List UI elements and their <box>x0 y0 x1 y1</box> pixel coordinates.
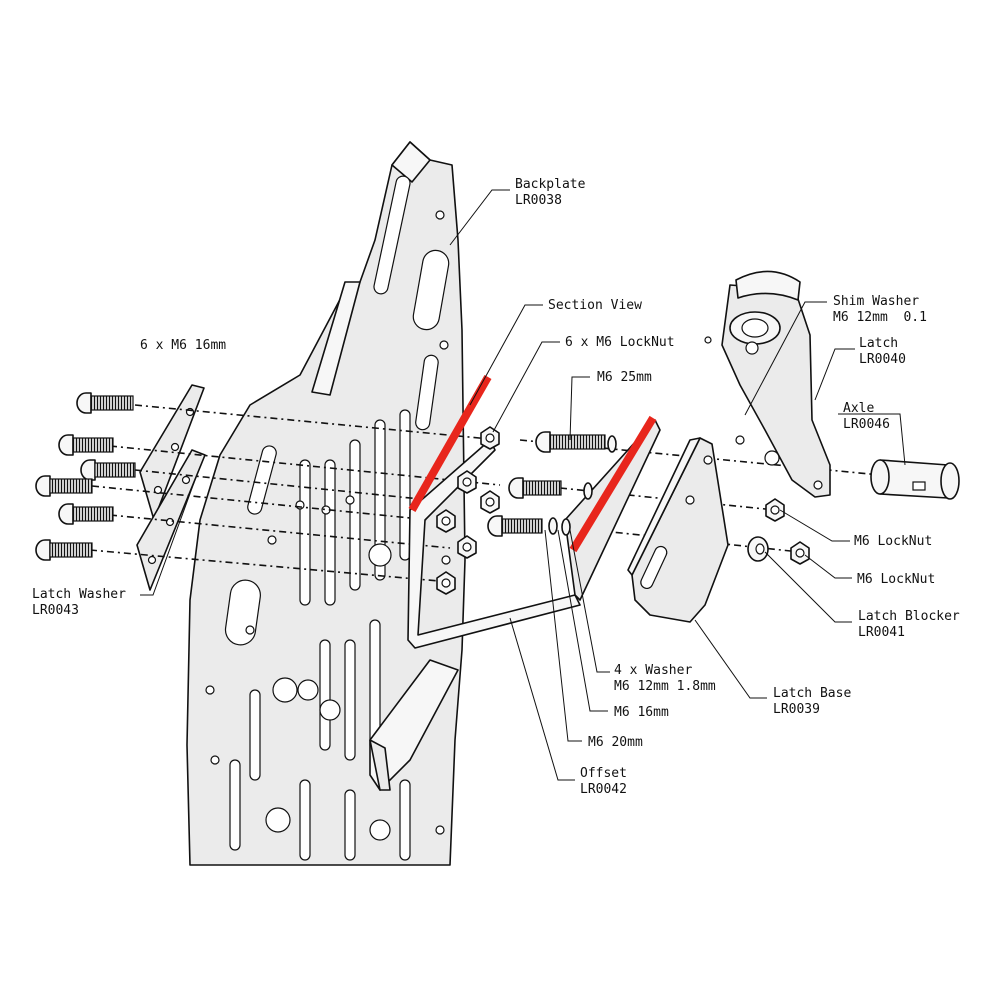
label-name: M6 20mm <box>588 735 643 750</box>
label-latch-washer: Latch Washer LR0043 <box>32 587 126 618</box>
label-locknut-b: M6 LockNut <box>857 572 935 587</box>
label-name: 6 x M6 16mm <box>140 338 226 353</box>
label-backplate: Backplate LR0038 <box>515 177 586 208</box>
label-name: 6 x M6 LockNut <box>565 335 675 350</box>
label-m6-16-x6: 6 x M6 16mm <box>140 338 226 353</box>
label-latch-blocker: Latch Blocker LR0041 <box>858 609 960 640</box>
label-name: Latch Washer <box>32 587 126 602</box>
label-code: M6 12mm 0.1 <box>833 310 927 325</box>
label-washer-4: 4 x Washer M6 12mm 1.8mm <box>614 663 716 694</box>
label-m6-20: M6 20mm <box>588 735 643 750</box>
axle-part <box>870 459 960 500</box>
label-name: Axle <box>843 401 874 416</box>
leader-lines <box>140 189 906 781</box>
latch-part <box>704 270 831 498</box>
label-code: LR0042 <box>580 782 627 797</box>
section-view-left <box>408 375 492 512</box>
right-locknut-a <box>765 498 785 522</box>
right-locknut-b <box>790 541 810 565</box>
label-section-view: Section View <box>548 298 642 313</box>
label-name: M6 LockNut <box>854 534 932 549</box>
label-locknut-6: 6 x M6 LockNut <box>565 335 675 350</box>
label-code: LR0038 <box>515 193 562 208</box>
label-shim-washer: Shim Washer M6 12mm 0.1 <box>833 294 927 325</box>
label-name: 4 x Washer <box>614 663 692 678</box>
m6-20mm-bolt <box>508 477 593 500</box>
section-view-markers <box>408 375 657 553</box>
label-locknut-a: M6 LockNut <box>854 534 932 549</box>
latch-base-part <box>627 437 729 623</box>
label-code: LR0040 <box>859 352 906 367</box>
label-latch-base: Latch Base LR0039 <box>773 686 851 717</box>
label-code: LR0041 <box>858 625 905 640</box>
backplate-part <box>186 141 466 866</box>
label-code: LR0046 <box>843 417 890 432</box>
latch-blocker-part <box>747 536 769 562</box>
label-name: Shim Washer <box>833 294 919 309</box>
m6-25mm-bolt <box>535 431 617 453</box>
label-name: M6 LockNut <box>857 572 935 587</box>
label-name: M6 16mm <box>614 705 669 720</box>
label-name: M6 25mm <box>597 370 652 385</box>
section-view-right <box>569 415 657 553</box>
label-axle: Axle LR0046 <box>843 401 890 432</box>
label-latch: Latch LR0040 <box>859 336 906 367</box>
label-offset: Offset LR0042 <box>580 766 627 797</box>
label-name: Backplate <box>515 177 586 192</box>
m6-16mm-bolt <box>487 515 571 537</box>
m6-16mm-bolts <box>35 392 136 561</box>
label-name: Latch <box>859 336 898 351</box>
label-name: Latch Base <box>773 686 851 701</box>
label-name: Latch Blocker <box>858 609 960 624</box>
label-code: LR0043 <box>32 603 79 618</box>
label-code: M6 12mm 1.8mm <box>614 679 716 694</box>
label-name: Section View <box>548 298 642 313</box>
label-name: Offset <box>580 766 627 781</box>
label-m6-16: M6 16mm <box>614 705 669 720</box>
label-m6-25: M6 25mm <box>597 370 652 385</box>
label-code: LR0039 <box>773 702 820 717</box>
center-locknuts <box>436 426 500 595</box>
